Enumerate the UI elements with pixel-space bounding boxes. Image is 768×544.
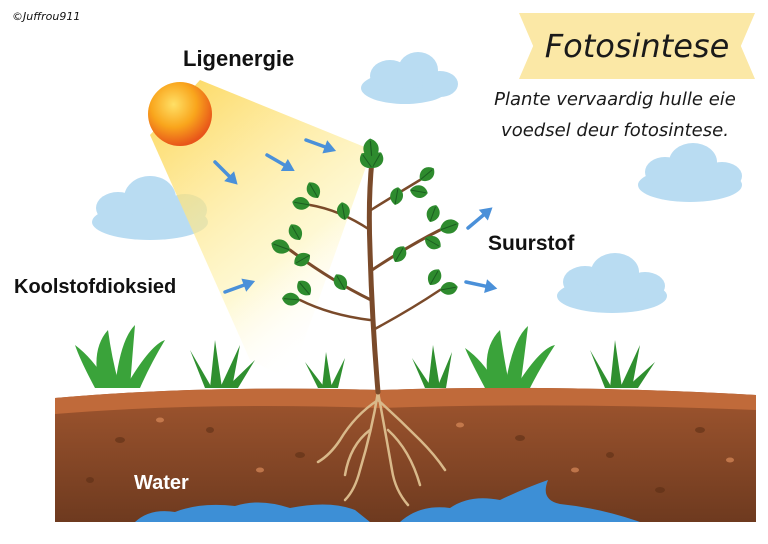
grass-icon (75, 325, 165, 388)
sun-icon (148, 82, 212, 146)
grass-icon (590, 340, 655, 388)
cloud-icon (638, 143, 742, 202)
light-beam (150, 80, 372, 380)
subtitle-text: Plante vervaardig hulle eie voedsel deur… (494, 89, 736, 141)
oxygen-arrow-1 (461, 200, 499, 236)
root-icon (316, 390, 447, 507)
cloud-icon (557, 253, 667, 313)
carbon-dioxide-label: Koolstofdioksied (14, 276, 177, 298)
soil (55, 387, 756, 522)
oxygen-label: Suurstof (488, 232, 575, 255)
title-banner (519, 13, 755, 79)
page-title: Fotosintese (544, 27, 730, 65)
grass-icon (465, 326, 555, 388)
cloud-icon (361, 52, 458, 104)
credit-text: ©Juffrou911 (12, 10, 81, 23)
grass-icon (190, 340, 255, 388)
water-label: Water (134, 472, 189, 494)
water (135, 480, 640, 522)
grass-icon (412, 345, 452, 388)
grass-icon (305, 352, 345, 388)
oxygen-arrow-2 (462, 273, 501, 298)
plant-icon (268, 137, 462, 395)
light-energy-label: Ligenergie (183, 46, 295, 71)
